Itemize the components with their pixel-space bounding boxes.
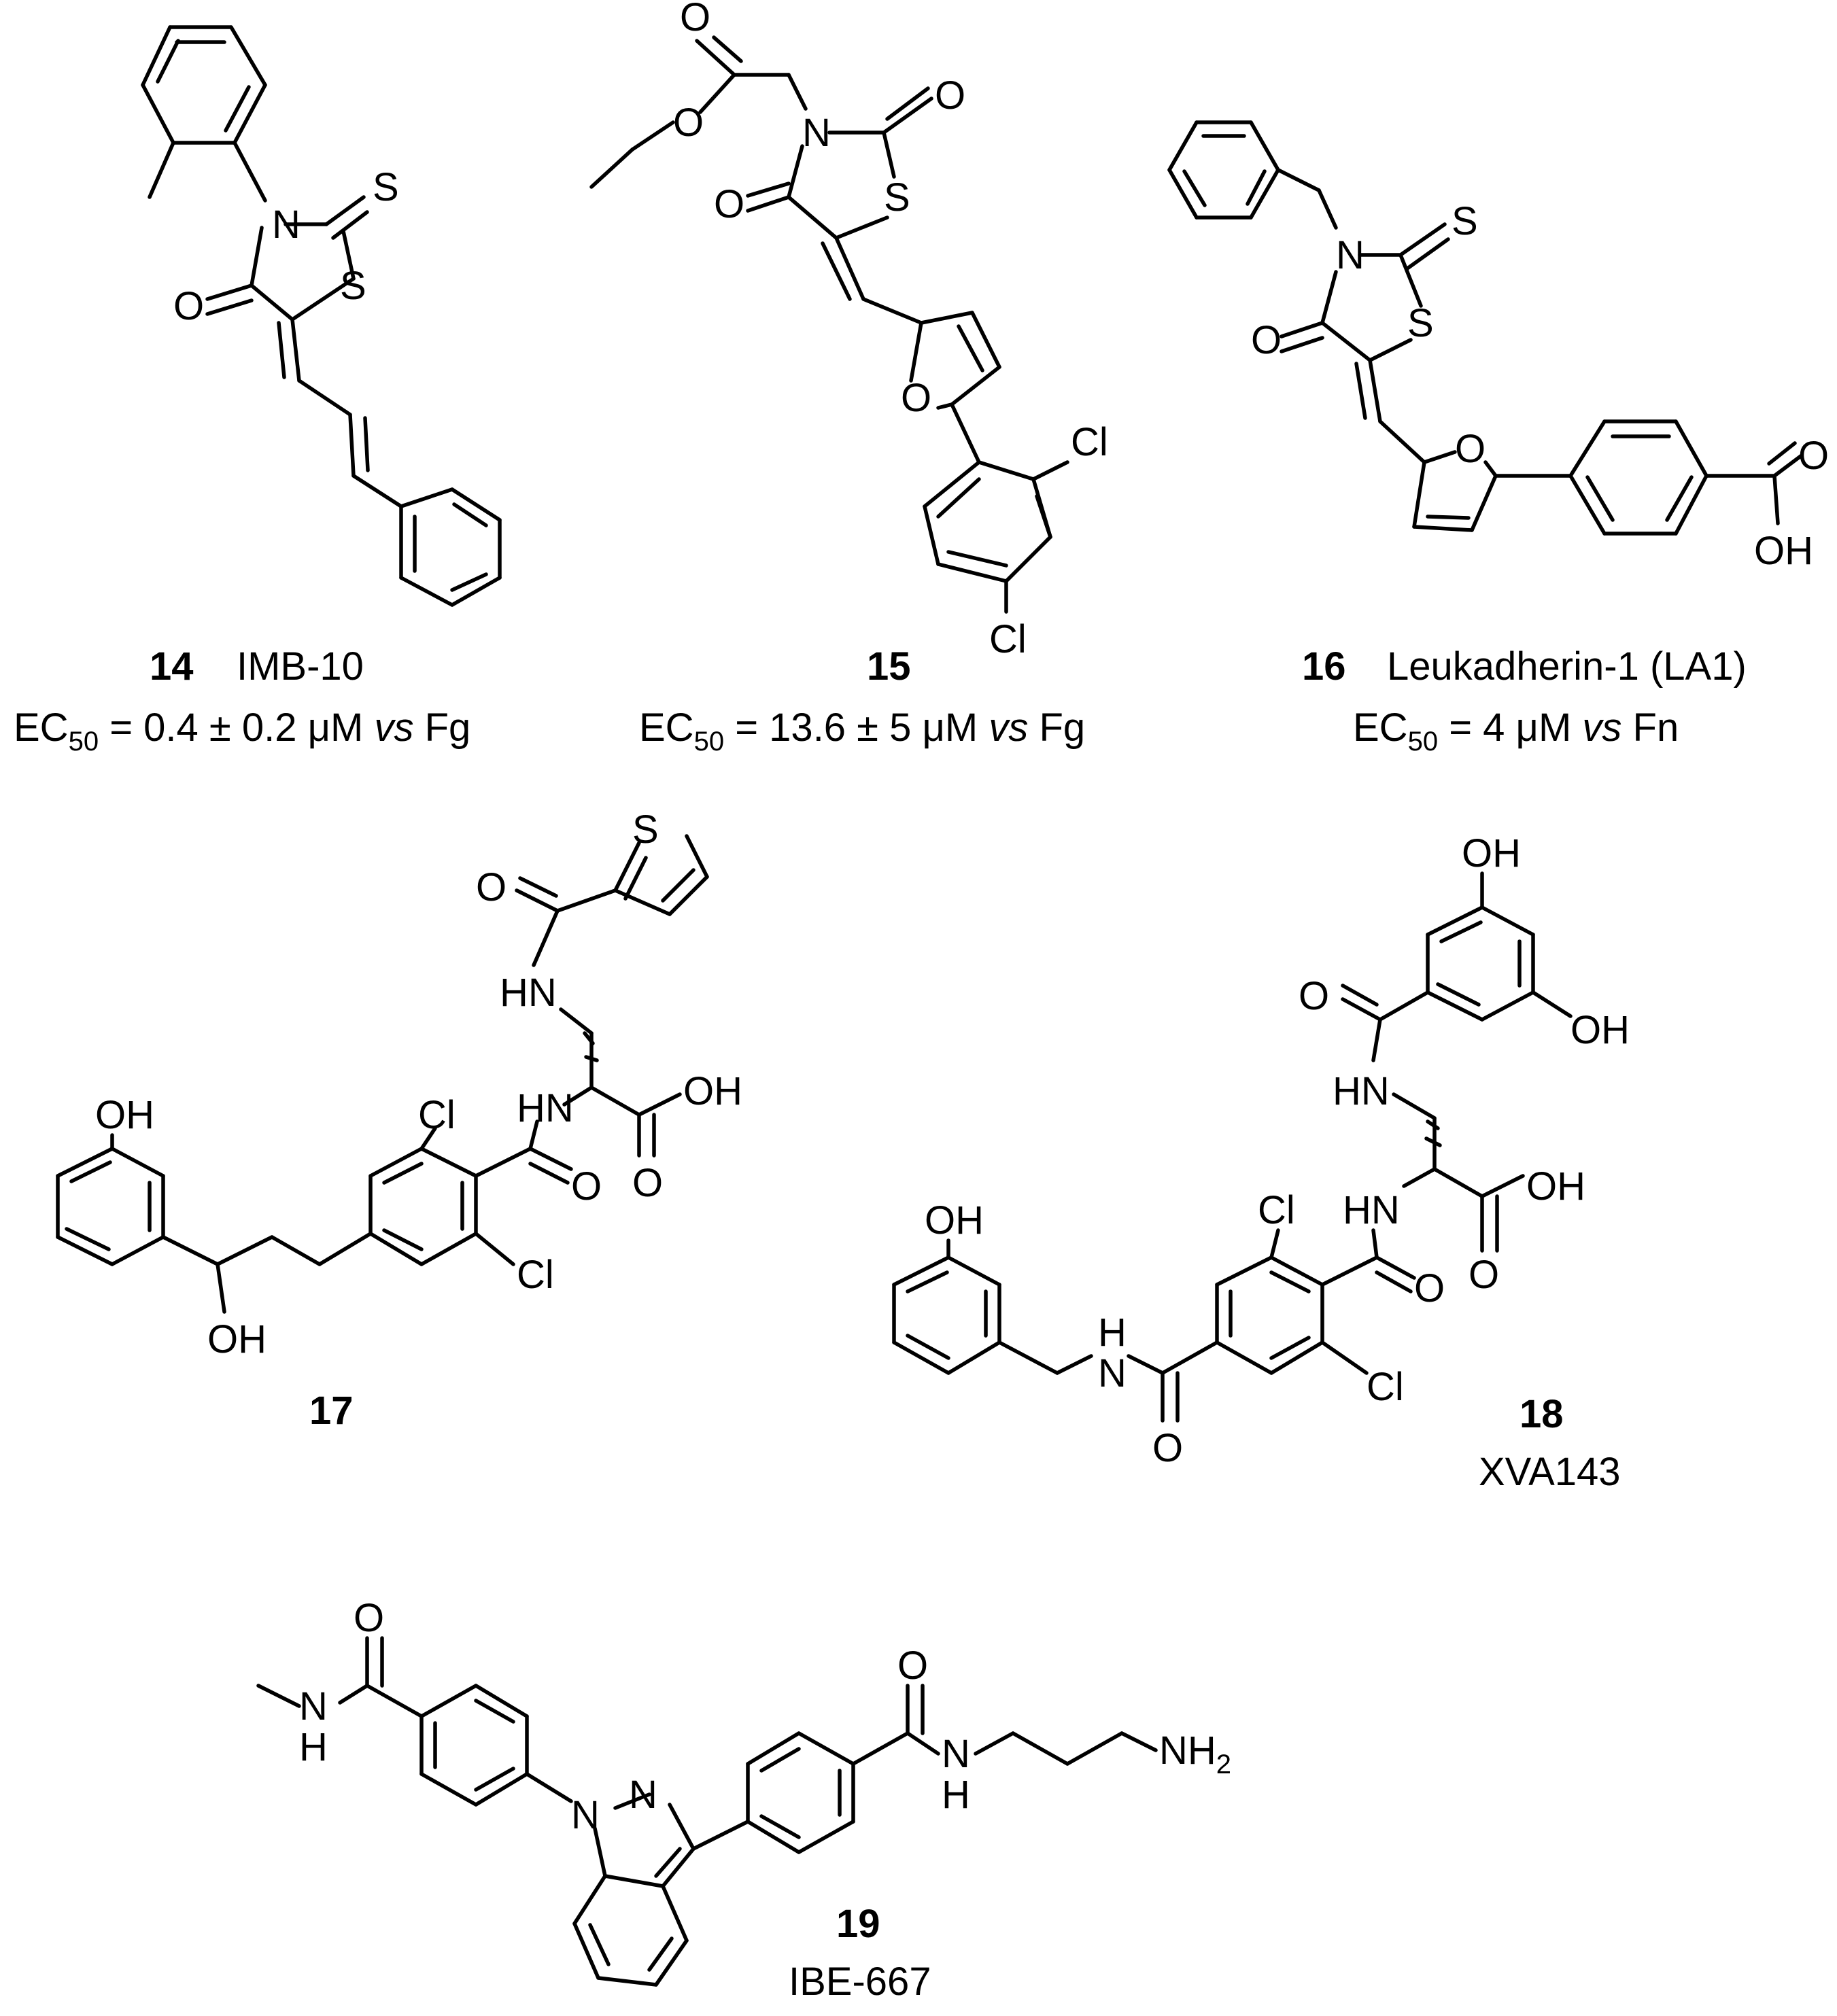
compound-16-atom-o-carbonyl: O (1251, 318, 1282, 362)
compound-17-atom-o-amide: O (571, 1164, 602, 1209)
compound-19-name: IBE-667 (789, 1960, 931, 2004)
compound-18-atom-o-4: O (1152, 1426, 1183, 1470)
compound-16-atom-n: N (1336, 233, 1364, 277)
compound-19-atom-o-1: O (354, 1596, 384, 1640)
compound-19-atom-n-pyrazole-1: N (571, 1793, 600, 1837)
compound-18-atom-oh-1: OH (1462, 831, 1521, 875)
compound-16-name: Leukadherin-1 (LA1) (1387, 644, 1747, 689)
compound-18-atom-oh-acid: OH (1526, 1164, 1585, 1209)
compound-15-caption: 15 EC50 = 13.6 ± 5 μM vs Fg (639, 644, 1085, 757)
compound-14-atom-o: O (173, 284, 204, 328)
compound-18-atom-hn-2: HN (1343, 1188, 1400, 1232)
compound-16-atom-oh-acid: OH (1754, 529, 1813, 573)
compound-17-atom-s-thiophene: S (632, 807, 659, 852)
compound-19-atom-o-2: O (897, 1644, 928, 1688)
compound-16-atom-o-acid: O (1798, 434, 1829, 478)
compound-17-structure (56, 834, 709, 1314)
compound-17-atom-o-thio-amide: O (476, 865, 507, 909)
compound-17-atom-o-acid: O (632, 1161, 663, 1205)
compound-18-atom-cl-2: Cl (1367, 1365, 1404, 1409)
compound-16-atom-s-ring: S (1407, 301, 1434, 345)
compound-14-activity: EC50 = 0.4 ± 0.2 μM vs Fg (14, 706, 470, 757)
compound-15-atom-n: N (802, 111, 831, 155)
compound-14-caption: 14 IMB-10 EC50 = 0.4 ± 0.2 μM vs Fg (14, 644, 470, 757)
compound-15-atom-cl-2: Cl (989, 617, 1027, 661)
compound-17-atom-oh-phenol: OH (95, 1093, 154, 1137)
compound-19-number: 19 (836, 1902, 880, 1946)
compound-18-atom-o-2: O (1469, 1253, 1499, 1297)
compound-18-name: XVA143 (1479, 1450, 1621, 1494)
compound-17-atom-cl-2: Cl (517, 1253, 554, 1297)
compound-14-atom-s-ring: S (340, 264, 366, 308)
compound-19-structure (256, 1636, 1158, 1987)
compound-18-atom-oh-2: OH (1570, 1008, 1630, 1052)
compound-16-atom-o-furan: O (1455, 427, 1486, 471)
compound-15-structure (589, 35, 1069, 614)
compound-19-atom-n-pyrazole-2: N (629, 1773, 657, 1817)
compound-17-atom-oh-acid: OH (683, 1069, 742, 1113)
compound-15-atom-o-ester-carbonyl: O (680, 0, 710, 39)
compound-18-atom-o-1: O (1299, 974, 1329, 1018)
compound-18-atom-hn-1: HN (1333, 1069, 1390, 1113)
compound-16-number: 16 (1302, 644, 1346, 689)
compound-17-number: 17 (309, 1389, 354, 1433)
compound-15-atom-o-ester: O (673, 101, 704, 145)
compound-14-number: 14 (150, 644, 194, 689)
compound-15-atom-o-furan: O (901, 376, 931, 420)
compound-14-atom-s-exo: S (373, 165, 399, 209)
compound-17-atom-hn-2: HN (500, 971, 557, 1015)
compound-15-activity: EC50 = 13.6 ± 5 μM vs Fg (639, 706, 1085, 757)
compound-18-atom-oh-3: OH (925, 1198, 984, 1242)
compound-18-atom-h-benzyl: H (1098, 1310, 1127, 1355)
compound-15-atom-o-carbonyl: O (714, 182, 744, 226)
compound-16-caption: 16 Leukadherin-1 (LA1) EC50 = 4 μM vs Fn (1302, 644, 1747, 757)
compound-19-atom-n-2: N (942, 1732, 970, 1776)
compound-18-atom-cl-1: Cl (1258, 1188, 1295, 1232)
compound-15-atom-s-ring: S (884, 175, 910, 220)
compound-16-structure (1167, 120, 1804, 536)
compound-18-number: 18 (1520, 1392, 1564, 1436)
compound-19-atom-h-2: H (942, 1773, 970, 1817)
compound-14-atom-n: N (272, 203, 301, 247)
compound-19-atom-n-1: N (299, 1684, 328, 1728)
compound-16-activity: EC50 = 4 μM vs Fn (1353, 706, 1679, 757)
compound-14-name: IMB-10 (237, 644, 364, 689)
compound-17-atom-oh-alcohol: OH (207, 1317, 267, 1361)
compound-18-atom-n-benzyl: N (1098, 1351, 1127, 1395)
compound-17-atom-cl-1: Cl (418, 1093, 456, 1137)
compound-15-number: 15 (867, 644, 911, 689)
compound-18-atom-o-3: O (1414, 1266, 1445, 1310)
compound-19-atom-h-1: H (299, 1725, 328, 1769)
compound-19-atom-nh2: NH2 (1159, 1728, 1231, 1779)
compound-16-atom-s-exo: S (1452, 199, 1478, 243)
compound-15-atom-cl-1: Cl (1071, 420, 1108, 464)
compound-14-structure (141, 25, 502, 607)
compound-17-atom-hn-1: HN (517, 1086, 574, 1130)
compound-18-structure (892, 871, 1573, 1423)
compound-15-atom-o-exo: O (935, 73, 965, 118)
